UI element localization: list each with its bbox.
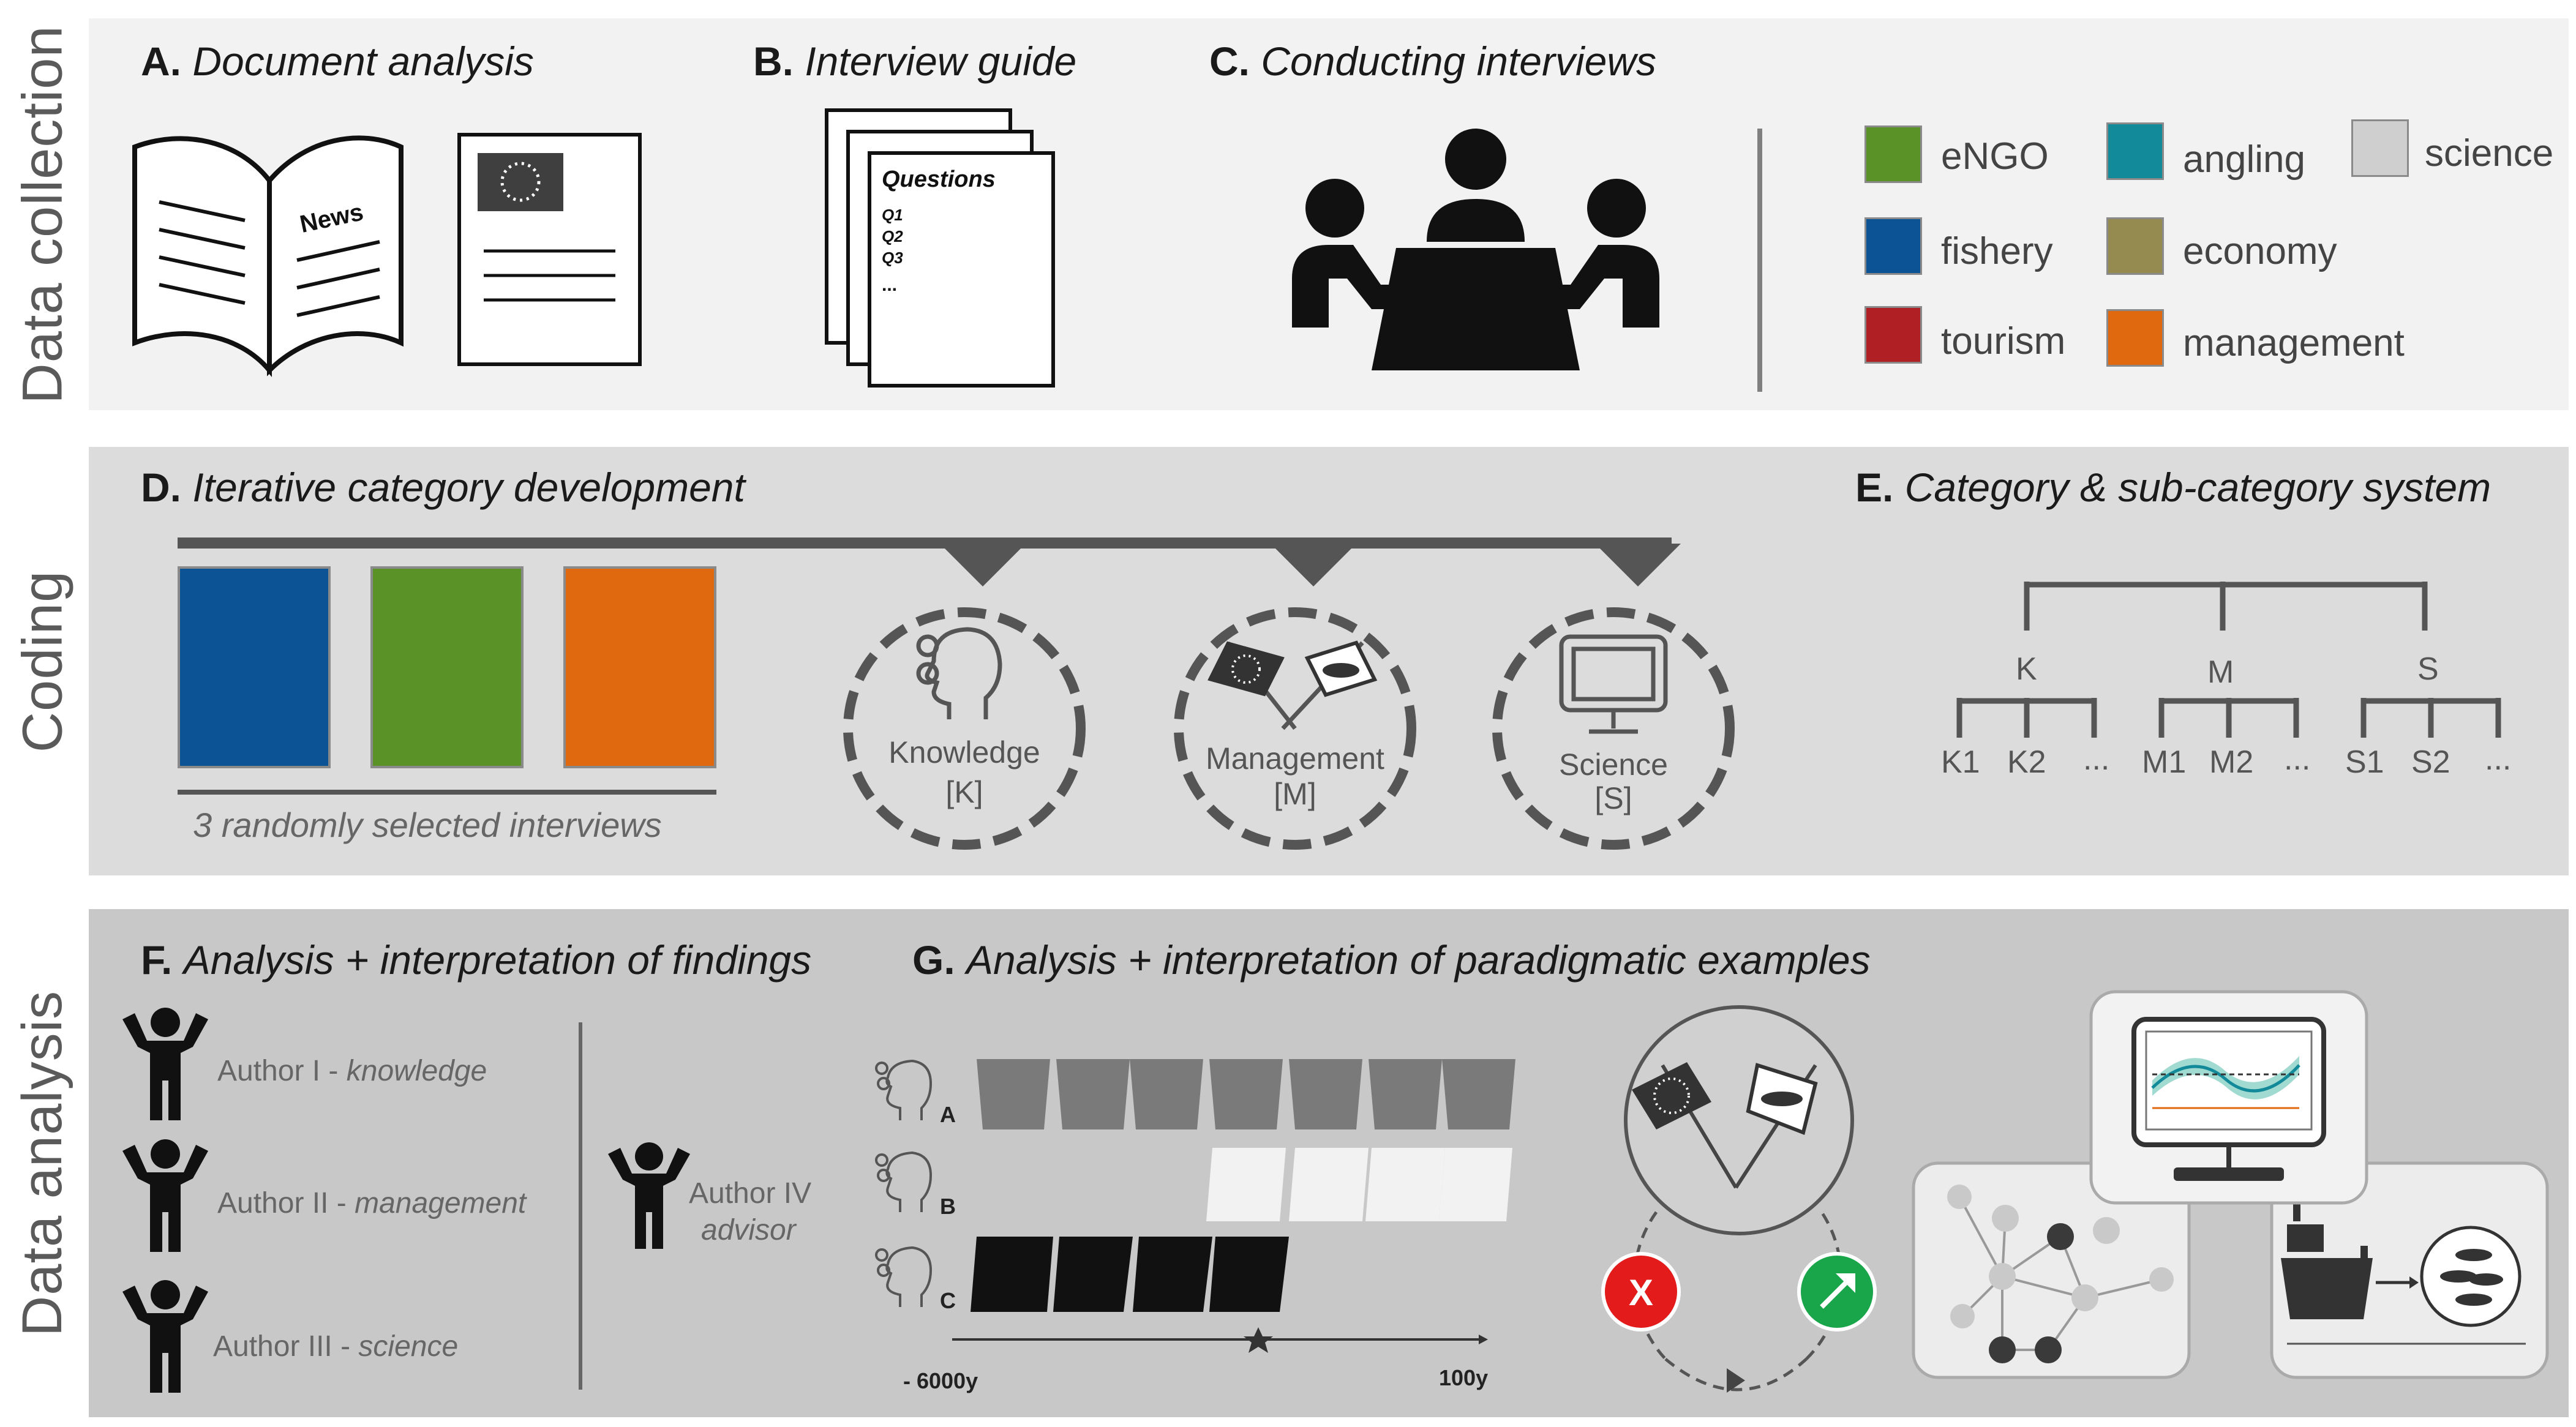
newspaper-icon: News [132,135,404,378]
panel-g-title: G. Analysis + interpretation of paradigm… [912,937,1871,983]
fish-school-icon [2440,1249,2503,1306]
row-b-blocks [1206,1148,1512,1221]
legend-swatch-economy [2106,217,2164,275]
fishery-card [2270,1161,2549,1379]
timeline-star-icon [1244,1327,1273,1353]
row-c-blocks [971,1237,1289,1312]
row-label-data-collection: Data collection [11,24,74,404]
svg-text:Q1: Q1 [882,206,903,224]
legend-swatch-engo [1864,125,1922,183]
interview-box-2 [370,566,524,768]
row-a-blocks [977,1059,1515,1129]
legend-swatch-tourism [1864,306,1922,364]
row-b-label: B [940,1194,956,1219]
panel-f-title: F. Analysis + interpretation of findings [141,937,812,983]
negative-outcome-icon [1601,1252,1681,1331]
legend-swatch-fishery [1864,217,1922,275]
management-label: Management [1206,741,1384,776]
interview-box-1 [178,566,331,768]
head-gears-icon [916,627,1002,719]
author-3-label: Author III - science [213,1330,459,1363]
advisor-role: advisor [701,1214,796,1246]
row-label-coding: Coding [11,570,74,752]
tree-leaf-m-more: ... [2284,741,2311,777]
management-circle [1174,607,1416,850]
network-graph-card [1912,1161,2191,1379]
panel-a-title: A. Document analysis [141,39,534,84]
author-1-label: Author I - knowledge [217,1055,487,1087]
legend-label-management: management [2183,322,2405,364]
category-tree [1956,582,2501,738]
author-1-person-icon [122,1008,208,1120]
panel-b-title: B. Interview guide [753,39,1077,84]
svg-text:Q3: Q3 [882,249,903,267]
interviews-bracket [178,790,716,795]
legend-label-angling: angling [2183,138,2305,181]
svg-text:X: X [1629,1272,1653,1313]
legend-label-fishery: fishery [1941,230,2053,272]
science-label: Science [1559,747,1668,782]
timeline-end-label: 100y [1439,1365,1489,1390]
interview-guide-icon: Questions Q1 Q2 Q3 ... [825,108,1055,388]
tree-leaf-m2: M2 [2209,744,2254,780]
row-a-label: A [940,1102,956,1127]
monitor-chart-card [2089,990,2368,1205]
advisor-name: Author IV [689,1177,812,1210]
crossed-flags-icon [1632,1062,1818,1189]
author-3-person-icon [122,1280,208,1393]
row-c-label: C [940,1288,956,1313]
science-code: [S] [1594,781,1632,815]
tree-leaf-m1: M1 [2142,744,2187,780]
tree-node-m: M [2207,654,2234,690]
author-2-person-icon [122,1139,208,1252]
knowledge-circle [843,607,1086,850]
tree-node-k: K [2016,651,2037,687]
authors-divider [579,1022,582,1390]
knowledge-timeline: A B C [875,1059,1515,1353]
timeline-start-label: - 6000y [903,1368,978,1393]
legend-label-engo: eNGO [1941,135,2049,178]
legend-divider [1757,129,1762,392]
iteration-timeline [178,537,1681,586]
tree-node-s: S [2417,651,2439,687]
svg-text:Questions: Questions [882,167,996,192]
advisor-person-icon [608,1142,690,1249]
panel-e-title: E. Category & sub-category system [1855,465,2492,510]
legend-swatch-science [2351,119,2409,177]
knowledge-label: Knowledge [888,735,1040,770]
tree-leaf-k-more: ... [2083,741,2110,777]
legend-label-tourism: tourism [1941,320,2066,362]
panel-c-title: C. Conducting interviews [1209,39,1657,84]
legend-label-economy: economy [2183,230,2337,272]
svg-text:...: ... [882,275,897,295]
tree-leaf-k1: K1 [1941,744,1980,780]
management-code: [M] [1274,777,1316,811]
legend-swatch-angling [2106,122,2164,180]
svg-text:Q2: Q2 [882,227,903,245]
management-cycle: X [1601,1005,1877,1393]
tree-leaf-s2: S2 [2411,744,2450,780]
knowledge-code: [K] [945,775,983,809]
science-circle [1492,607,1735,850]
ship-icon [2281,1185,2373,1319]
author-2-label: Author II - management [217,1187,527,1219]
eu-document-icon [457,133,642,366]
tree-leaf-s-more: ... [2485,741,2512,777]
meeting-people-icon [1292,129,1659,370]
panel-d-title: D. Iterative category development [141,465,745,510]
interview-box-3 [563,566,716,768]
tree-leaf-s1: S1 [2345,744,2384,780]
tree-leaf-k2: K2 [2007,744,2046,780]
crossed-flags-icon [1207,640,1378,730]
row-label-data-analysis: Data analysis [11,990,74,1336]
legend-label-science: science [2425,132,2554,174]
legend-swatch-management [2106,309,2164,367]
interviews-caption: 3 randomly selected interviews [193,806,662,844]
monitor-icon [1559,634,1668,734]
